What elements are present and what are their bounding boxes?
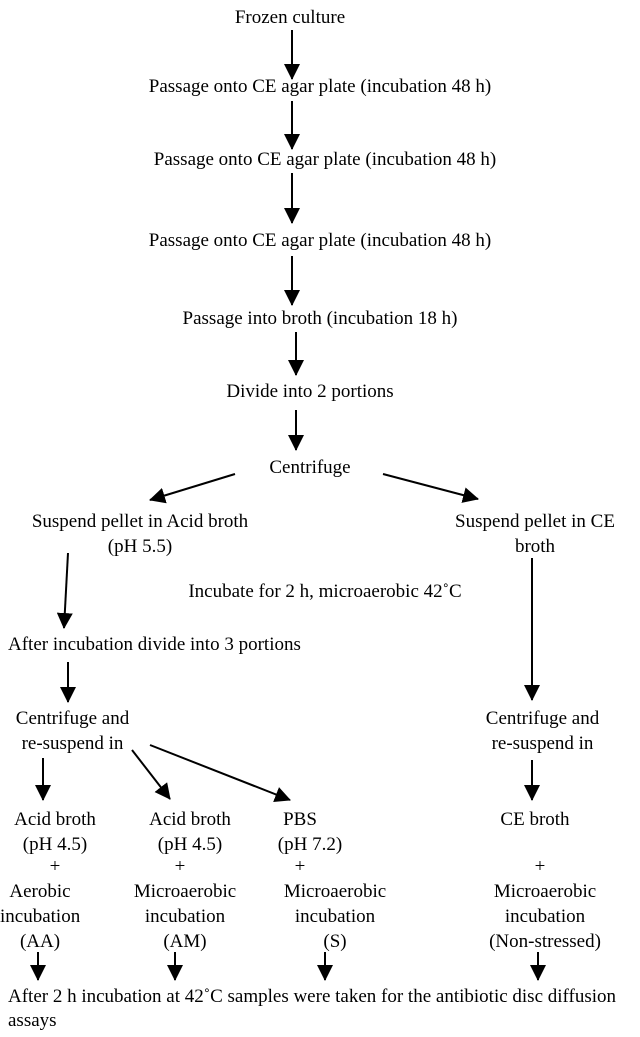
left-suspend-line1: Suspend pellet in Acid broth: [31, 511, 249, 532]
step-divide-3: After incubation divide into 3 portions: [8, 634, 301, 655]
step-centrifuge: Centrifuge: [269, 457, 351, 478]
treatment-am-cond1: Microaerobic: [133, 881, 237, 902]
arrow-to-am: [131, 749, 171, 800]
arrow-to-s: [149, 744, 291, 802]
treatment-am-code: (AM): [163, 931, 207, 952]
treatment-s-cond1: Microaerobic: [283, 881, 387, 902]
treatment-aa-code: (AA): [19, 931, 61, 952]
treatment-s-code: (S): [323, 931, 347, 952]
treatment-ns-cond1: Microaerobic: [493, 881, 597, 902]
treatment-aa-cond1: Aerobic: [9, 881, 71, 902]
step-passage-3: Passage onto CE agar plate (incubation 4…: [148, 230, 492, 251]
left-suspend-line2: (pH 5.5): [107, 536, 173, 557]
treatment-aa-cond2: incubation: [0, 906, 81, 927]
treatment-aa-ph: (pH 4.5): [22, 834, 88, 855]
treatment-s-plus: +: [294, 856, 306, 877]
treatment-am-ph: (pH 4.5): [157, 834, 223, 855]
step-passage-1: Passage onto CE agar plate (incubation 4…: [148, 76, 492, 97]
footer-note: After 2 h incubation at 42˚C samples wer…: [8, 986, 617, 1031]
step-passage-2: Passage onto CE agar plate (incubation 4…: [153, 149, 497, 170]
treatment-s-ph: (pH 7.2): [277, 834, 343, 855]
step-divide-2: Divide into 2 portions: [226, 381, 394, 402]
treatment-s-cond2: incubation: [294, 906, 376, 927]
treatment-aa-plus: +: [49, 856, 61, 877]
arrow-centrifuge-to-acid: [149, 473, 236, 504]
treatment-ns-cond2: incubation: [504, 906, 586, 927]
treatment-am-cond2: incubation: [144, 906, 226, 927]
treatment-am-plus: +: [174, 856, 186, 877]
left-centrifuge-line1: Centrifuge and: [15, 708, 130, 729]
treatment-ns-code: (Non-stressed): [489, 931, 601, 952]
arrow-centrifuge-to-ce: [382, 473, 479, 503]
treatment-am-medium: Acid broth: [149, 809, 231, 830]
arrow-acid-to-divide3: [56, 552, 73, 629]
treatment-ns-plus: +: [534, 856, 546, 877]
right-suspend-line2: broth: [514, 536, 556, 557]
step-frozen-culture: Frozen culture: [234, 7, 346, 28]
step-broth: Passage into broth (incubation 18 h): [182, 308, 458, 329]
treatment-s-medium: PBS: [283, 809, 317, 830]
left-centrifuge-line2: re-suspend in: [21, 733, 124, 754]
right-suspend-line1: Suspend pellet in CE: [455, 511, 615, 532]
right-centrifuge-line2: re-suspend in: [491, 733, 594, 754]
treatment-aa-medium: Acid broth: [14, 809, 96, 830]
right-centrifuge-line1: Centrifuge and: [485, 708, 600, 729]
incubate-note: Incubate for 2 h, microaerobic 42˚C: [188, 581, 462, 602]
treatment-ns-medium: CE broth: [500, 809, 570, 830]
